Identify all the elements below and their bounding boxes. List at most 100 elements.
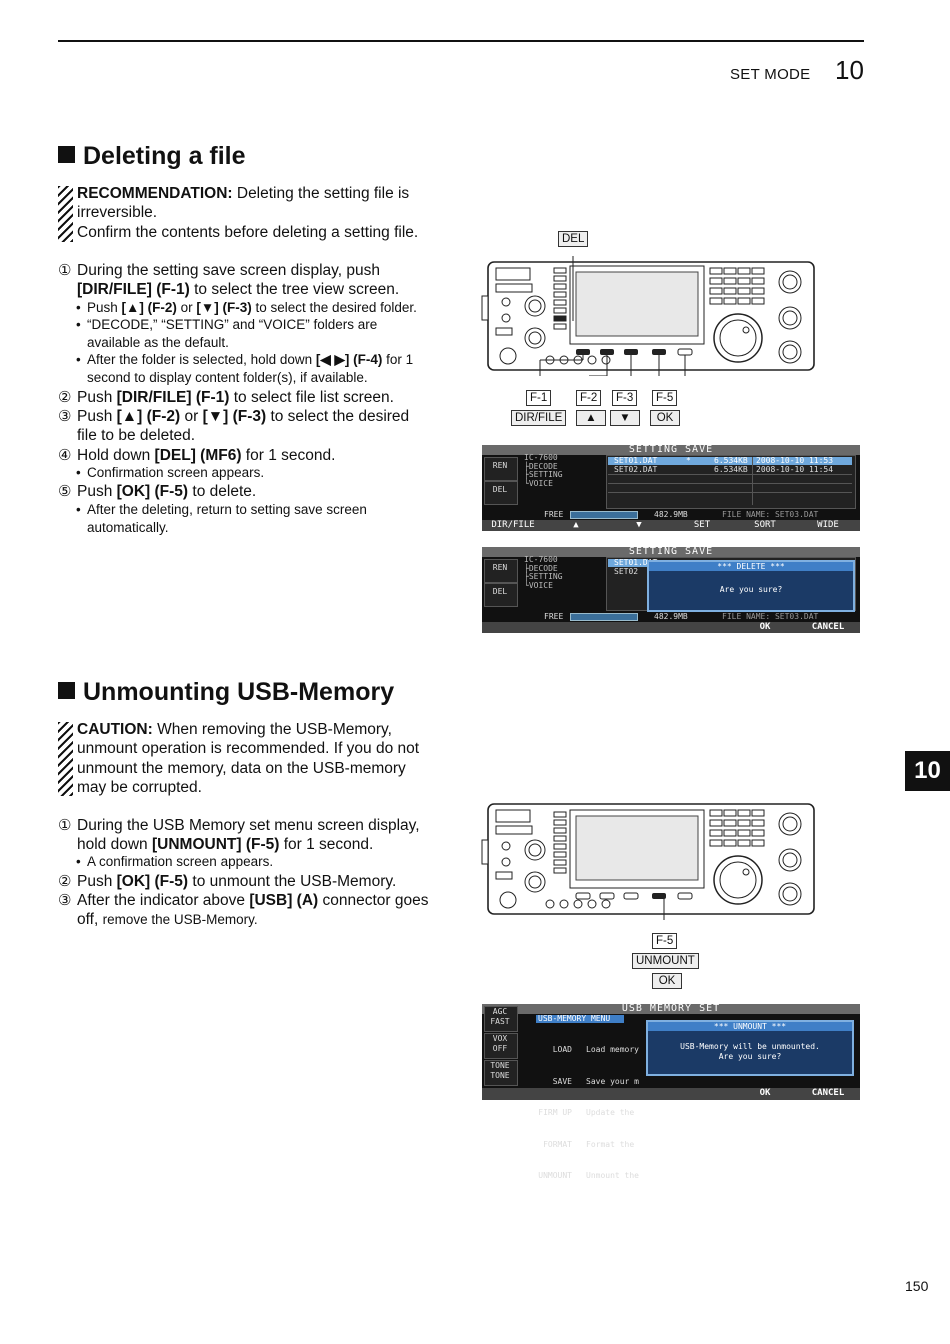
usb-step-3: ③ After the indicator above [USB] (A) co…	[58, 891, 448, 930]
caution-note: CAUTION: When removing the USB-Memory, u…	[77, 720, 457, 797]
step-text: During the setting save screen display, …	[77, 262, 380, 279]
file-row-1-date: 2008-10-10 11:53	[756, 456, 834, 465]
file-row-2-name[interactable]: SET02	[614, 567, 639, 576]
bullet-5: •After the deleting, return to setting s…	[76, 502, 367, 535]
bullet-text: Push	[87, 300, 122, 315]
side-label: TONE	[490, 1061, 510, 1070]
tree-item[interactable]: ├DECODE	[524, 563, 558, 573]
key-label: [◀ ▶] (F-4)	[315, 352, 383, 367]
fkey-down[interactable]: ▼	[636, 520, 642, 530]
file-row-2-name[interactable]: SET02.DAT	[614, 465, 658, 474]
fkey-up[interactable]: ▲	[573, 520, 579, 530]
tree-item[interactable]: IC-7600	[524, 555, 558, 564]
fkey-set[interactable]: SET	[693, 520, 711, 530]
step-text: for 1 second.	[241, 447, 336, 464]
side-button-ren[interactable]: REN	[492, 461, 508, 470]
menu-item-format[interactable]: FORMAT	[543, 1139, 572, 1149]
menu-descriptions: Load memory Save your m Update the Forma…	[586, 1024, 639, 1203]
step-4: ④ Hold down [DEL] (MF6) for 1 second.	[58, 446, 448, 465]
free-value: 482.9MB	[654, 510, 688, 519]
label-ok: OK	[652, 973, 682, 989]
bullet-text: automatically.	[87, 519, 169, 535]
fkey-wide[interactable]: WIDE	[817, 520, 839, 530]
label-dirfile: DIR/FILE	[511, 410, 567, 426]
key-label: [DEL] (MF6)	[154, 447, 242, 464]
file-row-2-size: 6.534KB	[714, 465, 748, 474]
menu-item-unmount[interactable]: UNMOUNT	[538, 1171, 572, 1180]
menu-item-save[interactable]: SAVE	[552, 1076, 572, 1086]
file-row-1-name[interactable]: SET01.DAT	[614, 456, 658, 465]
step-1: ① During the setting save screen display…	[58, 261, 448, 300]
menu-item-firmup[interactable]: FIRM UP	[538, 1108, 572, 1117]
tree-item[interactable]: ├SETTING	[524, 470, 563, 479]
rec-text1: Deleting the setting file is	[232, 185, 410, 202]
header-rule	[58, 40, 864, 42]
fkey-cancel[interactable]: CANCEL	[811, 1088, 845, 1098]
recommendation-note: RECOMMENDATION: Deleting the setting fil…	[77, 184, 457, 242]
fkey-ok[interactable]: OK	[759, 622, 771, 632]
bullet-text: to select the desired folder.	[251, 300, 417, 315]
side-button-del[interactable]: DEL	[492, 587, 508, 596]
step-text: Push	[77, 873, 117, 890]
tree-item[interactable]: ├SETTING	[524, 572, 563, 581]
step-text: connector goes	[318, 892, 429, 909]
file-row-1-size: 6.534KB	[714, 456, 748, 465]
usb-step-2: ② Push [OK] (F-5) to unmount the USB-Mem…	[58, 872, 448, 891]
label-f3: F-3	[612, 390, 638, 406]
file-row-1-name[interactable]: SET01.DAT	[614, 558, 658, 567]
step-text: to delete.	[188, 483, 257, 500]
delete-confirm-screen: SETTING SAVE REN DEL IC-7600├DECODE├SETT…	[482, 546, 860, 633]
key-label: [▼] (F-3)	[196, 300, 252, 315]
side-button-del[interactable]: DEL	[492, 485, 508, 494]
free-value: 482.9MB	[654, 612, 688, 621]
file-name-field: FILE NAME: SET03.DAT	[722, 510, 819, 519]
step-number: ③	[58, 408, 72, 425]
caution-hatch-icon	[58, 722, 73, 796]
tree-item[interactable]: IC-7600	[524, 453, 558, 462]
step-text: During the USB Memory set menu screen di…	[77, 817, 420, 834]
radio-front-panel-2	[480, 800, 820, 932]
file-row-2-date: 2008-10-10 11:54	[756, 465, 834, 474]
fkey-sort[interactable]: SORT	[754, 520, 776, 530]
fkey-dirfile[interactable]: DIR/FILE	[491, 520, 535, 530]
bullet-4: •Confirmation screen appears.	[76, 464, 448, 482]
section-title-text: Deleting a file	[83, 142, 246, 170]
caution-text: When removing the USB-Memory,	[152, 721, 392, 738]
key-label: [▼] (F-3)	[202, 408, 267, 425]
step-text: hold down	[77, 836, 152, 854]
step-text: to unmount the USB-Memory.	[188, 873, 397, 890]
folder-tree: IC-7600├DECODE├SETTING└VOICE	[524, 555, 563, 590]
dialog-text-2: Are you sure?	[718, 1052, 782, 1061]
bullet-text: or	[176, 300, 197, 315]
tree-item[interactable]: ├DECODE	[524, 461, 558, 471]
radio-front-panel-1	[480, 241, 820, 390]
step-text: off,	[77, 911, 103, 929]
key-label: [DIR/FILE] (F-1)	[116, 389, 230, 406]
free-label: FREE	[544, 510, 564, 519]
folder-tree: IC-7600├DECODE├SETTING└VOICE	[524, 453, 563, 488]
radio-illustration	[481, 241, 815, 390]
side-button-ren[interactable]: REN	[492, 563, 508, 572]
radio-illustration	[481, 803, 815, 932]
key-label: [OK] (F-5)	[116, 483, 189, 500]
tree-item[interactable]: └VOICE	[524, 478, 553, 488]
fkey-ok[interactable]: OK	[759, 1088, 771, 1098]
label-del: DEL	[558, 231, 589, 247]
side-label: TONE	[490, 1071, 510, 1080]
free-space-bar	[570, 511, 638, 519]
fkey-cancel[interactable]: CANCEL	[811, 622, 845, 632]
step-text: Push	[77, 483, 117, 500]
tree-item[interactable]: └VOICE	[524, 580, 553, 590]
section-title-deleting: Deleting a file	[58, 142, 246, 171]
label-f1: F-1	[526, 390, 552, 406]
menu-desc: Unmount the	[586, 1171, 639, 1180]
menu-desc: Save your m	[586, 1076, 639, 1086]
page-number: 150	[905, 1278, 929, 1294]
bullet-text: second to display content folder(s), if …	[87, 369, 368, 385]
menu-item-load[interactable]: LOAD	[552, 1045, 572, 1054]
label-up: ▲	[576, 410, 606, 426]
key-label: [OK] (F-5)	[116, 873, 189, 890]
